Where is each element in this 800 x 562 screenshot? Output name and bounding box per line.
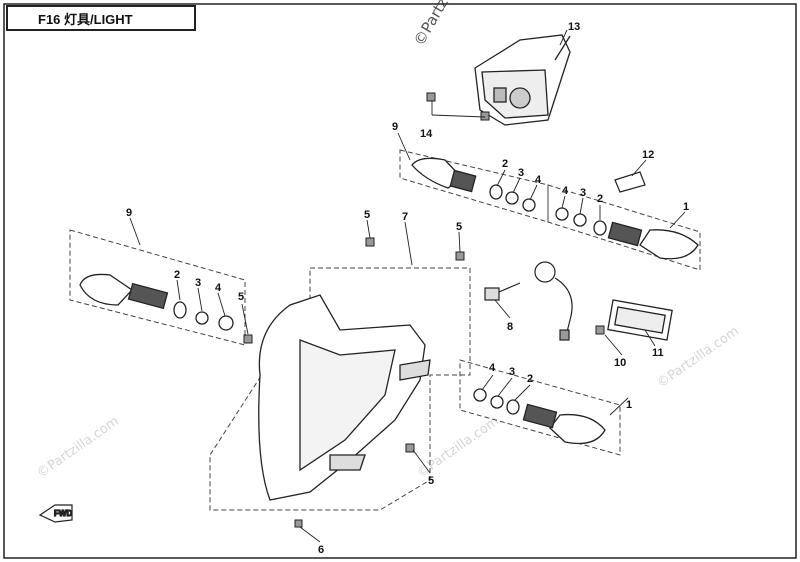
callout-9-lower: 9 bbox=[126, 207, 132, 219]
svg-text:FWD: FWD bbox=[54, 509, 72, 518]
callout-2-upper: 2 bbox=[502, 158, 508, 170]
callout-1-upper: 1 bbox=[683, 201, 689, 213]
screw-14b bbox=[480, 111, 490, 121]
callout-4-right: 4 bbox=[562, 185, 569, 197]
rear-right-turn-signal bbox=[555, 207, 699, 260]
callout-4-lower: 4 bbox=[489, 362, 496, 374]
callout-2-right: 2 bbox=[597, 193, 603, 205]
callout-5-bottom: 5 bbox=[428, 475, 434, 487]
callout-5-center: 5 bbox=[456, 221, 462, 233]
front-left-turn-signal bbox=[79, 273, 234, 331]
callout-1-lower: 1 bbox=[626, 399, 632, 411]
callout-11: 11 bbox=[652, 347, 664, 359]
diagram-title: F16 灯具/LIGHT bbox=[6, 5, 196, 31]
callout-5-left: 5 bbox=[238, 291, 244, 303]
group-front-right-signal bbox=[459, 359, 621, 456]
callout-3-right: 3 bbox=[580, 187, 586, 199]
callout-10: 10 bbox=[614, 357, 626, 369]
headlight-bulb bbox=[484, 261, 573, 341]
callout-7: 7 bbox=[402, 211, 408, 223]
callout-6: 6 bbox=[318, 544, 324, 556]
callout-2-lower: 2 bbox=[527, 373, 533, 385]
group-left-turn-signal bbox=[69, 229, 246, 346]
callout-13: 13 bbox=[568, 21, 580, 33]
callout-3-left: 3 bbox=[195, 277, 201, 289]
nuts-and-clips bbox=[243, 237, 605, 528]
callout-4-upper: 4 bbox=[535, 174, 542, 186]
callout-4-left: 4 bbox=[215, 282, 222, 294]
callout-2-left: 2 bbox=[174, 269, 180, 281]
front-right-turn-signal bbox=[473, 388, 606, 445]
group-rear-left-signal bbox=[399, 149, 549, 223]
screw-14a bbox=[426, 92, 436, 102]
license-plate-light bbox=[607, 299, 673, 341]
rear-left-turn-signal bbox=[411, 157, 536, 212]
callout-14: 14 bbox=[420, 128, 433, 140]
callout-12: 12 bbox=[642, 149, 654, 161]
forward-arrow: FWD bbox=[38, 504, 73, 523]
headlight-housing bbox=[258, 294, 431, 501]
callout-3-lower: 3 bbox=[509, 366, 515, 378]
callout-8: 8 bbox=[507, 321, 513, 333]
group-rear-right-signal bbox=[547, 184, 701, 271]
mount-bracket bbox=[614, 171, 646, 193]
callout-3-upper: 3 bbox=[518, 167, 524, 179]
leader-lines bbox=[129, 29, 686, 543]
callout-5-top: 5 bbox=[364, 209, 370, 221]
callout-9-upper: 9 bbox=[392, 121, 398, 133]
